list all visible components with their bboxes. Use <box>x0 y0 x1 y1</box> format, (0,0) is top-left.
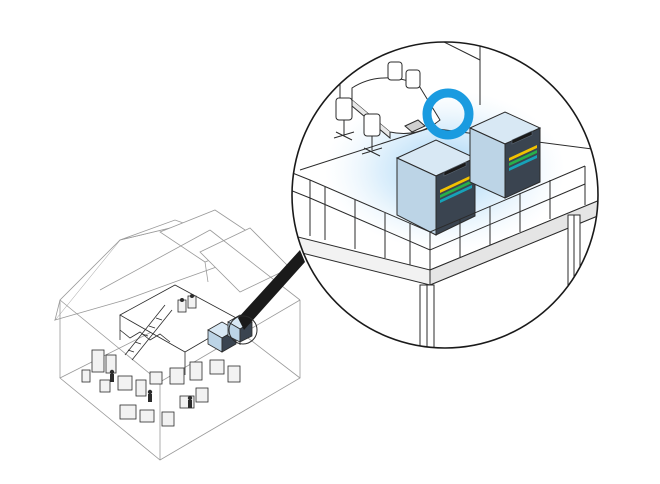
server-rack-2 <box>468 111 542 199</box>
server-rack-1 <box>395 139 477 236</box>
conference-area <box>333 61 441 157</box>
callout-lines <box>228 250 305 345</box>
facility-overview <box>53 209 301 461</box>
zoom-detail <box>291 41 599 349</box>
zoom-circle-border <box>291 41 599 349</box>
facility-people <box>109 294 194 408</box>
facility-walls <box>59 229 301 460</box>
facility-equipment <box>81 295 241 427</box>
ring-marker-icon <box>422 88 474 140</box>
railing <box>292 165 586 270</box>
